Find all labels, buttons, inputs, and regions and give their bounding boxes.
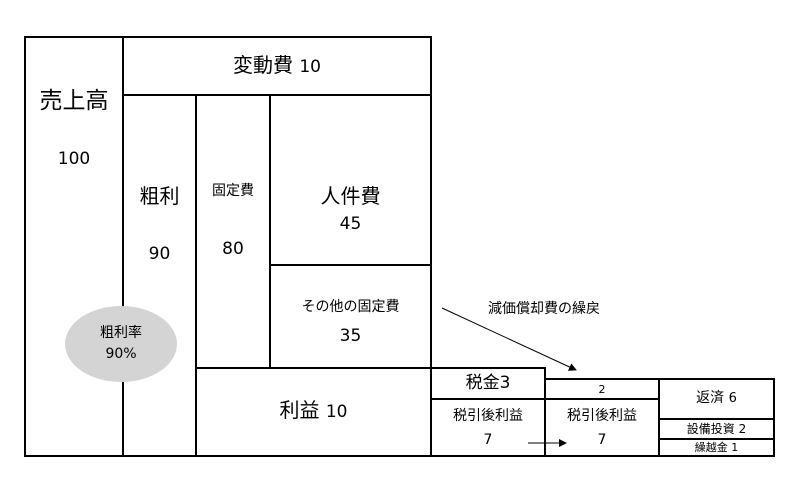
other-fixed-cost-label: その他の固定費 xyxy=(301,299,400,315)
capex-value: 2 xyxy=(738,422,747,436)
carry-forward-box: 繰越金 1 xyxy=(658,438,775,457)
gross-profit-value: 90 xyxy=(148,244,171,264)
repayment-text: 返済 6 xyxy=(660,391,773,405)
sales-value: 100 xyxy=(57,149,91,169)
repayment-box: 返済 6 xyxy=(658,378,775,420)
depreciation-arrow xyxy=(441,307,577,371)
profit-box: 利益 10 xyxy=(195,367,432,457)
carry-forward-label: 繰越金 xyxy=(694,441,728,454)
after-tax-profit-2-label: 税引後利益 xyxy=(567,408,637,424)
tax-value: 3 xyxy=(499,373,511,393)
variable-cost-label: 変動費 xyxy=(233,53,293,77)
repayment-label: 返済 xyxy=(696,390,725,406)
gross-margin-value: 90% xyxy=(105,346,137,362)
capex-box: 設備投資 2 xyxy=(658,418,775,440)
carry-forward-text: 繰越金 1 xyxy=(660,442,773,453)
depreciation-addback-value: 2 xyxy=(598,383,606,396)
sales-label: 売上高 xyxy=(39,88,109,114)
sales-box: 売上高 100 xyxy=(24,36,124,457)
personnel-cost-value: 45 xyxy=(339,214,362,234)
gross-profit-label: 粗利 xyxy=(139,184,180,208)
capex-text: 設備投資 2 xyxy=(660,423,773,435)
gross-margin-ellipse: 粗利率 90% xyxy=(65,306,177,382)
variable-cost-value: 10 xyxy=(299,57,321,77)
tax-label: 税金 xyxy=(465,373,500,393)
fixed-cost-label: 固定費 xyxy=(212,183,254,199)
gross-margin-label: 粗利率 xyxy=(100,325,142,341)
after-tax-profit-label: 税引後利益 xyxy=(453,408,523,424)
variable-cost-text: 変動費 10 xyxy=(124,55,430,76)
profit-text: 利益 10 xyxy=(197,400,430,421)
other-fixed-cost-box: その他の固定費 35 xyxy=(269,264,432,369)
fixed-cost-value: 80 xyxy=(222,239,244,259)
after-tax-profit-2-box: 税引後利益 7 xyxy=(544,398,660,457)
after-tax-profit-2-value: 7 xyxy=(597,432,607,448)
after-tax-profit-box: 税引後利益 7 xyxy=(430,398,546,457)
personnel-cost-label: 人件費 xyxy=(320,184,381,208)
after-tax-profit-value: 7 xyxy=(483,432,493,448)
repayment-value: 6 xyxy=(728,391,737,406)
capex-label: 設備投資 xyxy=(686,422,735,436)
tax-text: 税金3 xyxy=(432,375,544,392)
carry-forward-value: 1 xyxy=(731,441,739,454)
depreciation-addback-label: 減価償却費の繰戻 xyxy=(488,301,600,317)
other-fixed-cost-value: 35 xyxy=(339,326,362,346)
profit-label: 利益 xyxy=(279,398,320,422)
variable-cost-box: 変動費 10 xyxy=(122,36,432,96)
profit-value: 10 xyxy=(325,402,348,422)
fixed-cost-box: 固定費 80 xyxy=(195,94,271,369)
